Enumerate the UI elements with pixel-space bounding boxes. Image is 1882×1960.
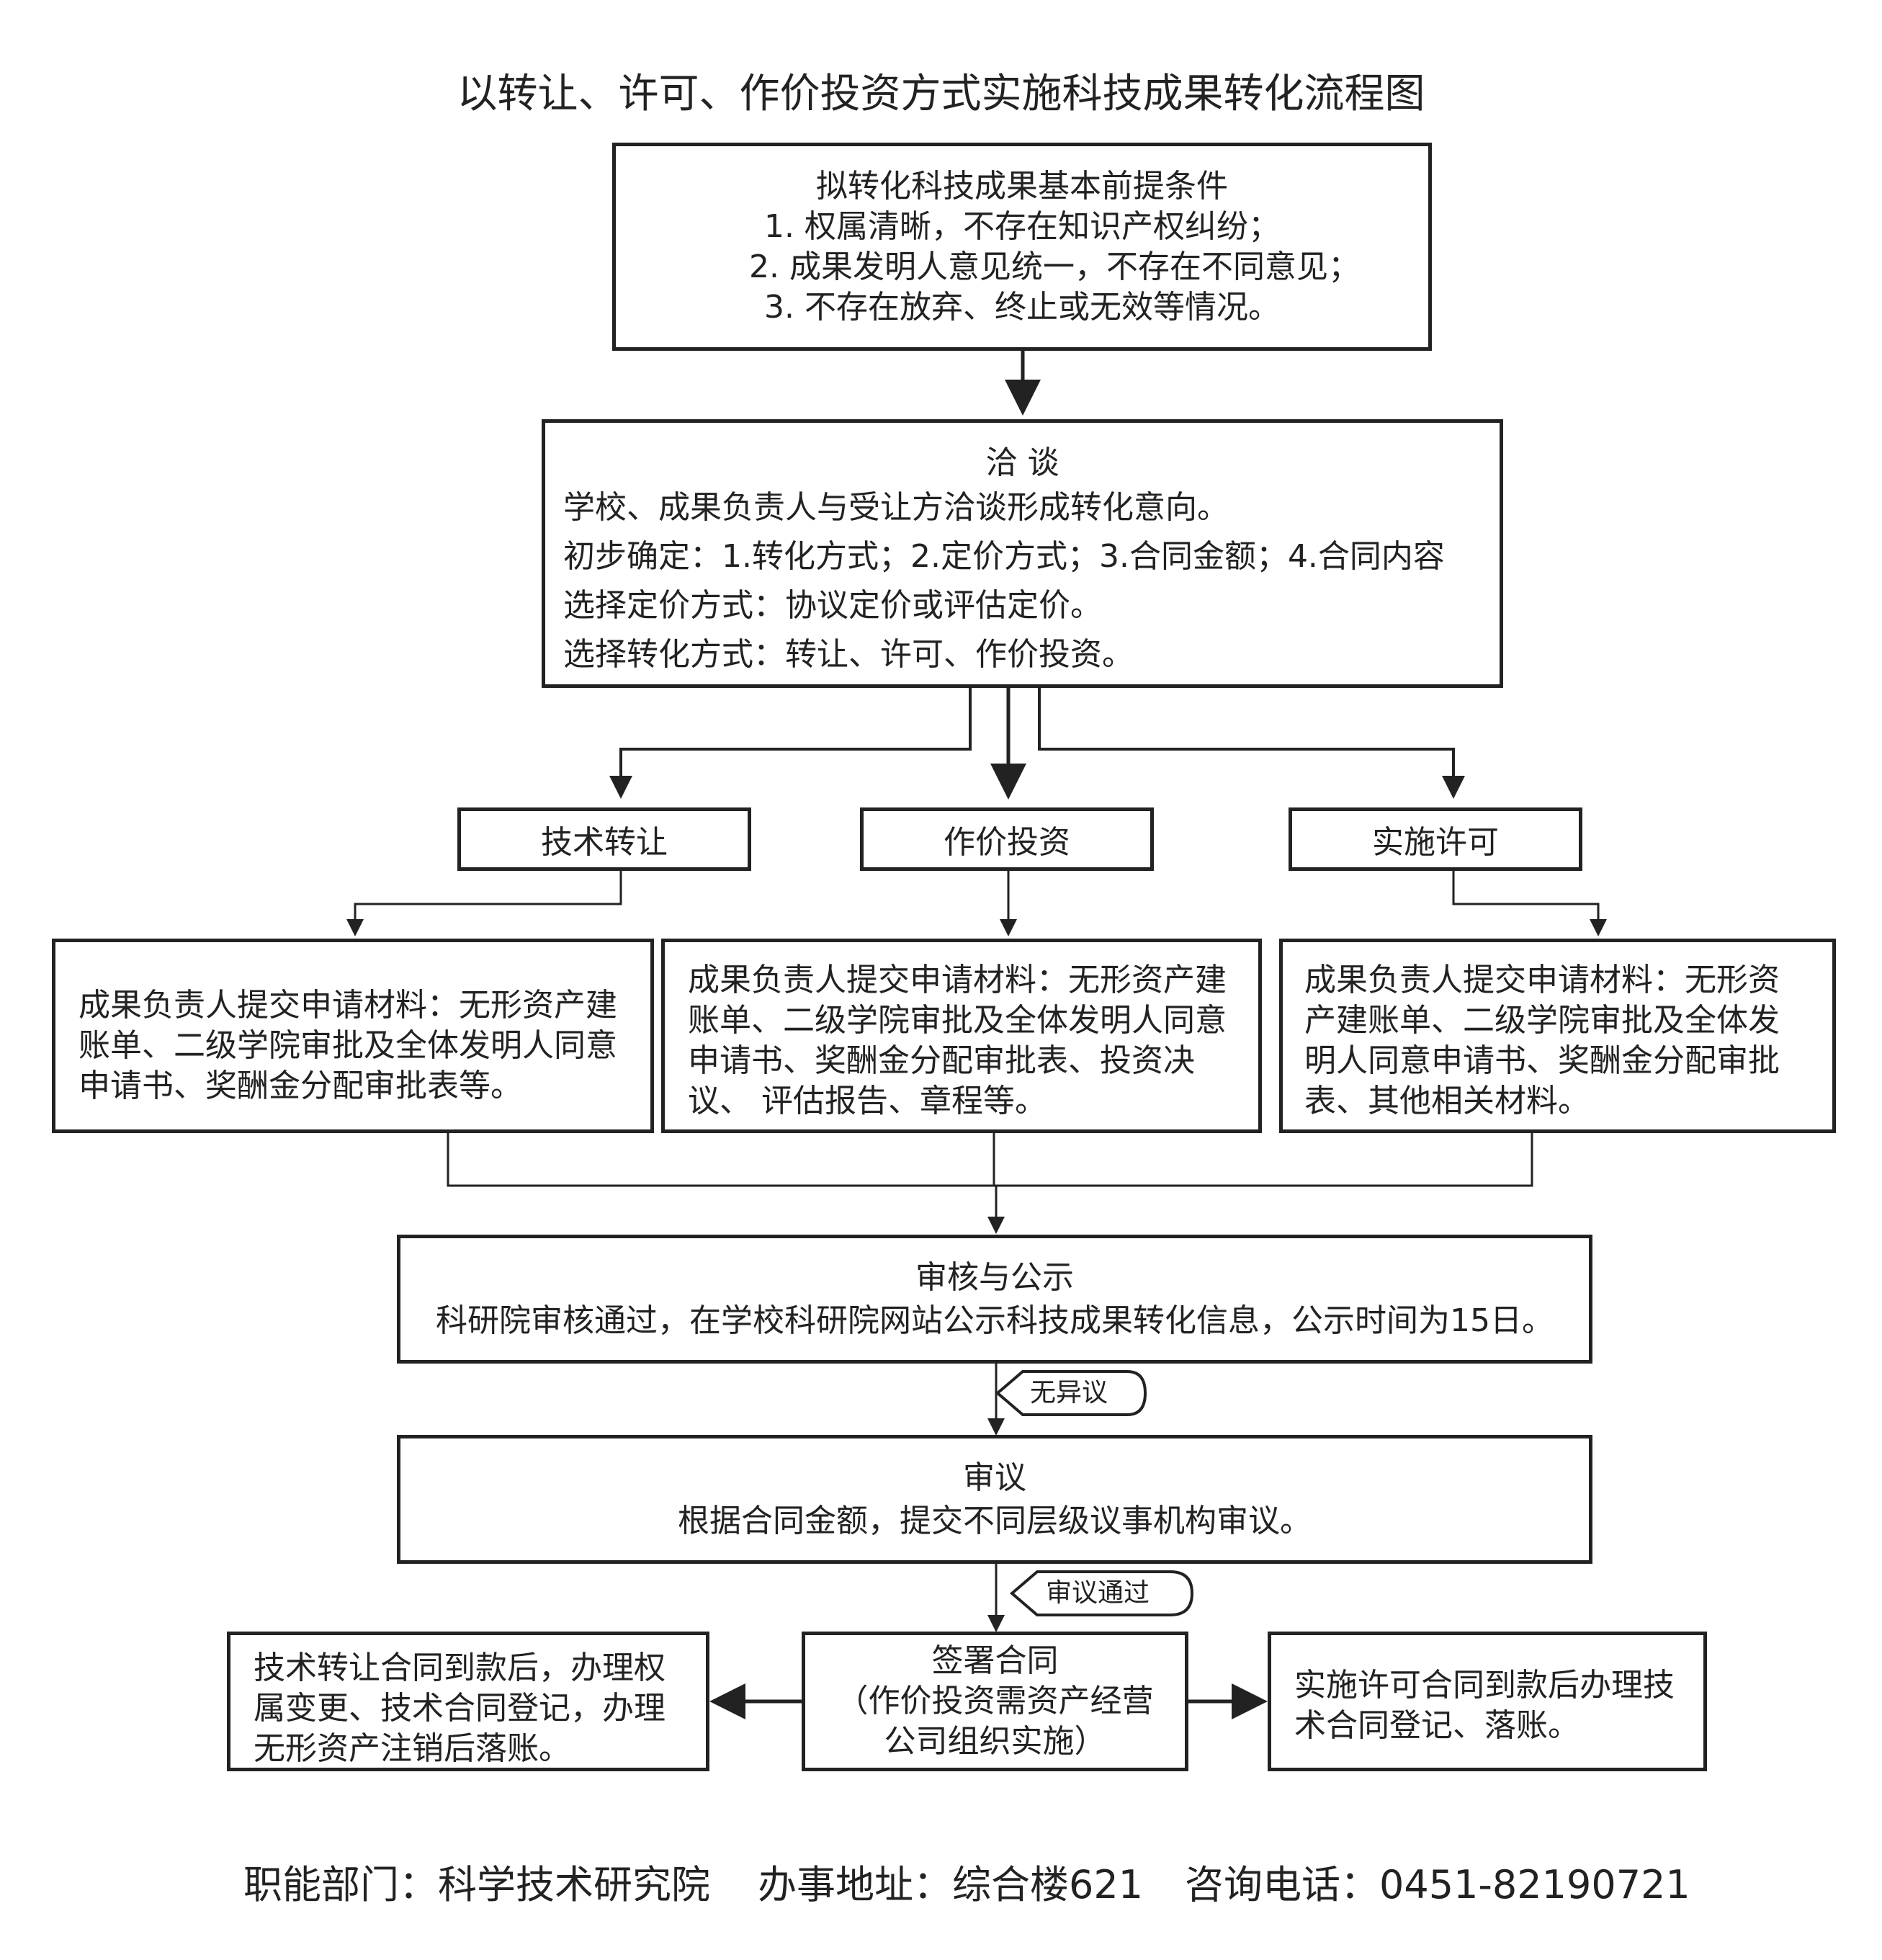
sign-note: 公司组织实施） xyxy=(884,1723,1106,1760)
deliberation-text: 根据合同金额，提交不同层级议事机构审议。 xyxy=(678,1502,1312,1539)
negotiation-heading: 洽 谈 xyxy=(985,444,1059,481)
arrow-license-to-materials xyxy=(1452,871,1607,936)
footer-phone: 咨询电话：0451-82190721 xyxy=(1185,1862,1690,1907)
materials-investment-text: 成果负责人提交申请材料：无形资产建账单、二级学院审批及全体发明人同意申请书、奖酬… xyxy=(688,962,1227,1119)
precondition-box: 拟转化科技成果基本前提条件 1. 权属清晰，不存在知识产权纠纷； 2. 成果发明… xyxy=(612,143,1432,351)
footer-address: 办事地址：综合楼621 xyxy=(758,1862,1144,1907)
method-investment-box: 作价投资 xyxy=(860,807,1154,871)
sign-note: （作价投资需资产经营 xyxy=(836,1683,1154,1719)
negotiation-box: 洽 谈 学校、成果负责人与受让方洽谈形成转化意向。 初步确定：1.转化方式；2.… xyxy=(542,419,1503,688)
sign-heading: 签署合同 xyxy=(931,1642,1059,1679)
method-transfer-box: 技术转让 xyxy=(457,807,751,871)
tag-no-objection-shape xyxy=(995,1370,1147,1416)
tag-approved-shape xyxy=(1009,1570,1194,1616)
precondition-item: 3. 不存在放弃、终止或无效等情况。 xyxy=(764,288,1280,326)
review-heading: 审核与公示 xyxy=(915,1258,1074,1296)
footer-department: 职能部门：科学技术研究院 xyxy=(243,1862,710,1907)
negotiation-line: 学校、成果负责人与受让方洽谈形成转化意向。 xyxy=(563,489,1229,526)
review-box: 审核与公示 科研院审核通过，在学校科研院网站公示科技成果转化信息，公示时间为15… xyxy=(397,1235,1592,1364)
deliberation-box: 审议 根据合同金额，提交不同层级议事机构审议。 xyxy=(397,1435,1592,1564)
arrow-to-license xyxy=(1038,688,1465,799)
negotiation-line: 选择转化方式：转让、许可、作价投资。 xyxy=(563,636,1134,673)
negotiation-line: 初步确定：1.转化方式；2.定价方式；3.合同金额；4.合同内容 xyxy=(563,538,1445,575)
sign-contract-box: 签署合同 （作价投资需资产经营 公司组织实施） xyxy=(802,1632,1188,1771)
outcome-license-text: 实施许可合同到款后办理技术合同登记、落账。 xyxy=(1294,1667,1675,1744)
outcome-license-box: 实施许可合同到款后办理技术合同登记、落账。 xyxy=(1268,1632,1707,1771)
method-license-label: 实施许可 xyxy=(1372,824,1499,861)
page-title: 以转让、许可、作价投资方式实施科技成果转化流程图 xyxy=(457,71,1425,117)
arrow-transfer-to-materials xyxy=(346,871,622,936)
materials-transfer-text: 成果负责人提交申请材料：无形资产建账单、二级学院审批及全体发明人同意申请书、奖酬… xyxy=(79,987,617,1104)
tag-approved: 审议通过 xyxy=(1046,1578,1150,1608)
outcome-transfer-text: 技术转让合同到款后，办理权属变更、技术合同登记，办理无形资产注销后落账。 xyxy=(254,1650,666,1767)
review-text: 科研院审核通过，在学校科研院网站公示科技成果转化信息，公示时间为15日。 xyxy=(436,1302,1554,1339)
method-license-box: 实施许可 xyxy=(1289,807,1582,871)
materials-investment-box: 成果负责人提交申请材料：无形资产建账单、二级学院审批及全体发明人同意申请书、奖酬… xyxy=(661,939,1262,1133)
materials-transfer-box: 成果负责人提交申请材料：无形资产建账单、二级学院审批及全体发明人同意申请书、奖酬… xyxy=(52,939,654,1133)
materials-license-box: 成果负责人提交申请材料：无形资产建账单、二级学院审批及全体发明人同意申请书、奖酬… xyxy=(1279,939,1836,1133)
negotiation-line: 选择定价方式：协议定价或评估定价。 xyxy=(563,587,1102,624)
outcome-transfer-box: 技术转让合同到款后，办理权属变更、技术合同登记，办理无形资产注销后落账。 xyxy=(227,1632,709,1771)
precondition-item: 2. 成果发明人意见统一，不存在不同意见； xyxy=(749,248,1360,285)
method-transfer-label: 技术转让 xyxy=(541,824,668,861)
arrow-to-transfer xyxy=(609,688,972,799)
precondition-item: 1. 权属清晰，不存在知识产权纠纷； xyxy=(764,207,1280,245)
deliberation-heading: 审议 xyxy=(963,1459,1026,1496)
precondition-heading: 拟转化科技成果基本前提条件 xyxy=(816,167,1228,205)
tag-no-objection: 无异议 xyxy=(1030,1378,1108,1408)
materials-license-text: 成果负责人提交申请材料：无形资产建账单、二级学院审批及全体发明人同意申请书、奖酬… xyxy=(1304,962,1780,1119)
merge-line xyxy=(447,1133,1533,1187)
method-investment-label: 作价投资 xyxy=(944,824,1070,861)
